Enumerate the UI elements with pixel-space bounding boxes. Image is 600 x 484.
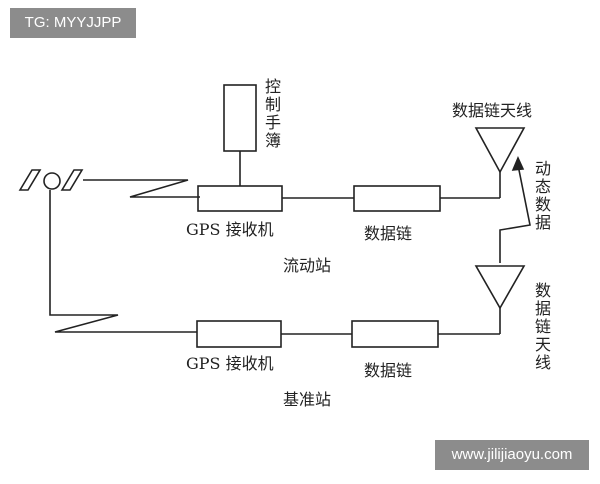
base-station-label: 基准站 — [283, 390, 332, 409]
signal-line-rover — [83, 179, 200, 198]
rover-antenna-icon — [474, 127, 526, 174]
rover-datalink-label: 数据链 — [364, 224, 413, 243]
rover-receiver-label: GPS 接收机 — [186, 220, 274, 239]
rover-station-label: 流动站 — [283, 256, 332, 275]
watermark-bottom-right: www.jilijiaoyu.com — [435, 440, 589, 470]
controller-box — [223, 84, 257, 152]
rover-receiver-box — [197, 185, 283, 212]
base-receiver-box — [196, 320, 282, 348]
dynamic-data-zigzag — [499, 164, 531, 263]
dynamic-data-label: 动态数据 — [532, 160, 551, 232]
controller-label: 控制手簿 — [262, 78, 281, 150]
base-antenna-icon — [474, 265, 526, 310]
base-datalink-label: 数据链 — [364, 361, 413, 380]
top-antenna-label: 数据链天线 — [452, 101, 533, 120]
rover-datalink-box — [353, 185, 441, 212]
signal-line-base — [49, 190, 197, 333]
bottom-antenna-label: 数据链天线 — [532, 282, 551, 372]
base-receiver-label: GPS 接收机 — [186, 354, 274, 373]
watermark-top-left: TG: MYYJJPP — [10, 8, 136, 38]
base-datalink-box — [351, 320, 439, 348]
satellite-icon — [18, 169, 84, 191]
dynamic-data-arrowhead — [511, 155, 525, 171]
